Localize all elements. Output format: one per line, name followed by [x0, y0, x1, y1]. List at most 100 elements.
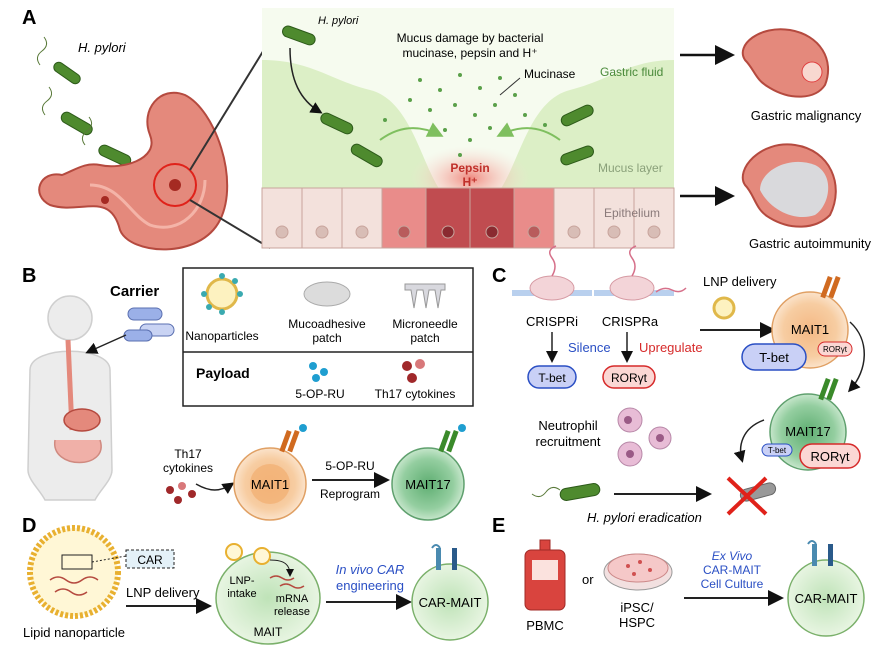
- rorgt-pill-c: [602, 365, 656, 389]
- lipid-nanoparticle-illustration: [27, 525, 127, 619]
- stomach-illustration: [38, 39, 271, 251]
- lnp-intake-line1: LNP-: [229, 575, 254, 587]
- panel-e: E PBMC or iPSC/ HSPC Ex Vivo CAR-MAIT Ce…: [492, 515, 865, 637]
- mait1-label-b: MAIT1: [251, 477, 289, 492]
- hpylori-bacteria-left: [36, 36, 132, 167]
- lesion-highlight-circle: [153, 163, 197, 207]
- car-mait-label-e: CAR-MAIT: [795, 591, 858, 606]
- tbet-big-pill: [741, 343, 807, 371]
- capsules-icon: [123, 307, 175, 342]
- tbet-big-label: T-bet: [759, 350, 789, 365]
- car-mait-cell-d: [411, 544, 489, 641]
- mucus-damage-line2: mucinase, pepsin and H⁺: [402, 46, 537, 60]
- rorgt-small-pill: [817, 341, 853, 357]
- mrna-line2: release: [274, 606, 310, 618]
- th17-cytokines-icon: [402, 359, 425, 383]
- hpylori-bacteria-inset: [282, 25, 594, 168]
- rorgt-small-label: RORγt: [823, 345, 848, 354]
- mait17-label-c: MAIT17: [785, 424, 831, 439]
- panel-c: C CRISPRi CRISPRa Silence Upregulate T-b…: [492, 245, 865, 525]
- mait17-label-b: MAIT17: [405, 477, 451, 492]
- mucoadhesive-line2: patch: [312, 331, 341, 345]
- panel-a: A H. pylori: [22, 7, 872, 251]
- reprogram-top-label: 5-OP-RU: [325, 459, 374, 473]
- tbet-small-pill: [761, 443, 793, 457]
- mucus-inset: H. pylori Mucus damage by bacterial muci…: [261, 8, 675, 249]
- neutrophil-line1: Neutrophil: [538, 418, 597, 433]
- tbet-pill-c: [527, 365, 577, 389]
- op-ru-icon: [309, 362, 328, 382]
- ipsc-line2: HSPC: [619, 615, 655, 630]
- eradicated-bacterium: [726, 476, 777, 516]
- ex-vivo-line1: Ex Vivo: [712, 549, 753, 563]
- hpylori-label-inset: H. pylori: [318, 15, 359, 27]
- in-vivo-line2: engineering: [336, 578, 404, 593]
- lnp-intake-line2: intake: [227, 588, 256, 600]
- panel-d: D CAR LNP delivery Lipid nanoparticle LN…: [22, 515, 489, 645]
- lnp-icon-c: [712, 296, 736, 320]
- neutrophils-icon: [617, 407, 672, 467]
- panel-b-letter: B: [22, 265, 36, 287]
- mucinase-label: Mucinase: [524, 67, 576, 81]
- petri-dish-icon: [603, 553, 673, 591]
- nanoparticle-icon: [201, 273, 243, 315]
- carrier-payload-box: Nanoparticles Mucoadhesive patch Microne…: [182, 267, 474, 407]
- ex-vivo-line3: Cell Culture: [701, 577, 764, 591]
- upregulate-label: Upregulate: [639, 340, 703, 355]
- car-mait-label-d: CAR-MAIT: [419, 595, 482, 610]
- tbet-label-c: T-bet: [538, 371, 566, 385]
- stomach-malignancy: [741, 28, 830, 98]
- rorgt-label-c: RORγt: [611, 371, 648, 385]
- panel-a-letter: A: [22, 7, 36, 29]
- mrna-line1: mRNA: [276, 593, 309, 605]
- in-vivo-line1: In vivo CAR: [336, 562, 405, 577]
- payload-label: Payload: [196, 365, 250, 381]
- mait-cell-d: [215, 543, 321, 645]
- car-label: CAR: [137, 553, 163, 567]
- pbmc-label: PBMC: [526, 618, 564, 633]
- dna-crispri-icon: [512, 245, 592, 301]
- blood-bag-icon: [524, 539, 566, 611]
- ipsc-line1: iPSC/: [620, 600, 654, 615]
- crispri-label: CRISPRi: [526, 314, 578, 329]
- hplus-label: H⁺: [463, 175, 478, 189]
- th17-cytokines-label: Th17 cytokines: [375, 387, 456, 401]
- hpylori-bacterium-c: [531, 483, 601, 501]
- reprogram-bottom-label: Reprogram: [320, 487, 380, 501]
- mait1-cell-b: [233, 424, 307, 521]
- nanoparticles-label: Nanoparticles: [185, 329, 258, 343]
- th17-left-line2: cytokines: [163, 461, 213, 475]
- eradication-label: H. pylori eradication: [587, 510, 702, 525]
- op-ru-label: 5-OP-RU: [295, 387, 344, 401]
- microneedle-patch-icon: [404, 283, 446, 309]
- stomach-autoimmunity: [742, 143, 837, 228]
- car-mait-cell-e: [787, 540, 865, 637]
- mucinase-dots: [383, 73, 547, 157]
- lnp-delivery-label-c: LNP delivery: [703, 274, 777, 289]
- or-label: or: [582, 572, 594, 587]
- pepsin-label: Pepsin: [450, 161, 489, 175]
- tbet-small-label: T-bet: [768, 446, 787, 455]
- car-box: [125, 549, 175, 569]
- epithelium-label: Epithelium: [604, 206, 660, 220]
- mucoadhesive-line1: Mucoadhesive: [288, 317, 366, 331]
- panel-e-letter: E: [492, 515, 505, 537]
- panel-b: B Carrier Nanoparticles: [22, 265, 474, 521]
- panel-d-letter: D: [22, 515, 36, 537]
- gastric-malignancy-label: Gastric malignancy: [751, 108, 862, 123]
- mait-label-d: MAIT: [254, 625, 283, 639]
- gastric-autoimmunity-label: Gastric autoimmunity: [749, 236, 872, 251]
- gastric-fluid-label: Gastric fluid: [600, 65, 663, 79]
- crispra-label: CRISPRa: [602, 314, 659, 329]
- rorgt-big-pill: [799, 443, 861, 469]
- lnp-delivery-label-d: LNP delivery: [126, 585, 200, 600]
- lipid-nanoparticle-label: Lipid nanoparticle: [23, 625, 125, 640]
- microneedle-line1: Microneedle: [392, 317, 458, 331]
- microneedle-line2: patch: [410, 331, 439, 345]
- silence-label: Silence: [568, 340, 611, 355]
- rorgt-big-label: RORγt: [811, 449, 850, 464]
- mait1-label-c: MAIT1: [791, 322, 829, 337]
- neutrophil-line2: recruitment: [535, 434, 600, 449]
- mucus-damage-line1: Mucus damage by bacterial: [397, 31, 544, 45]
